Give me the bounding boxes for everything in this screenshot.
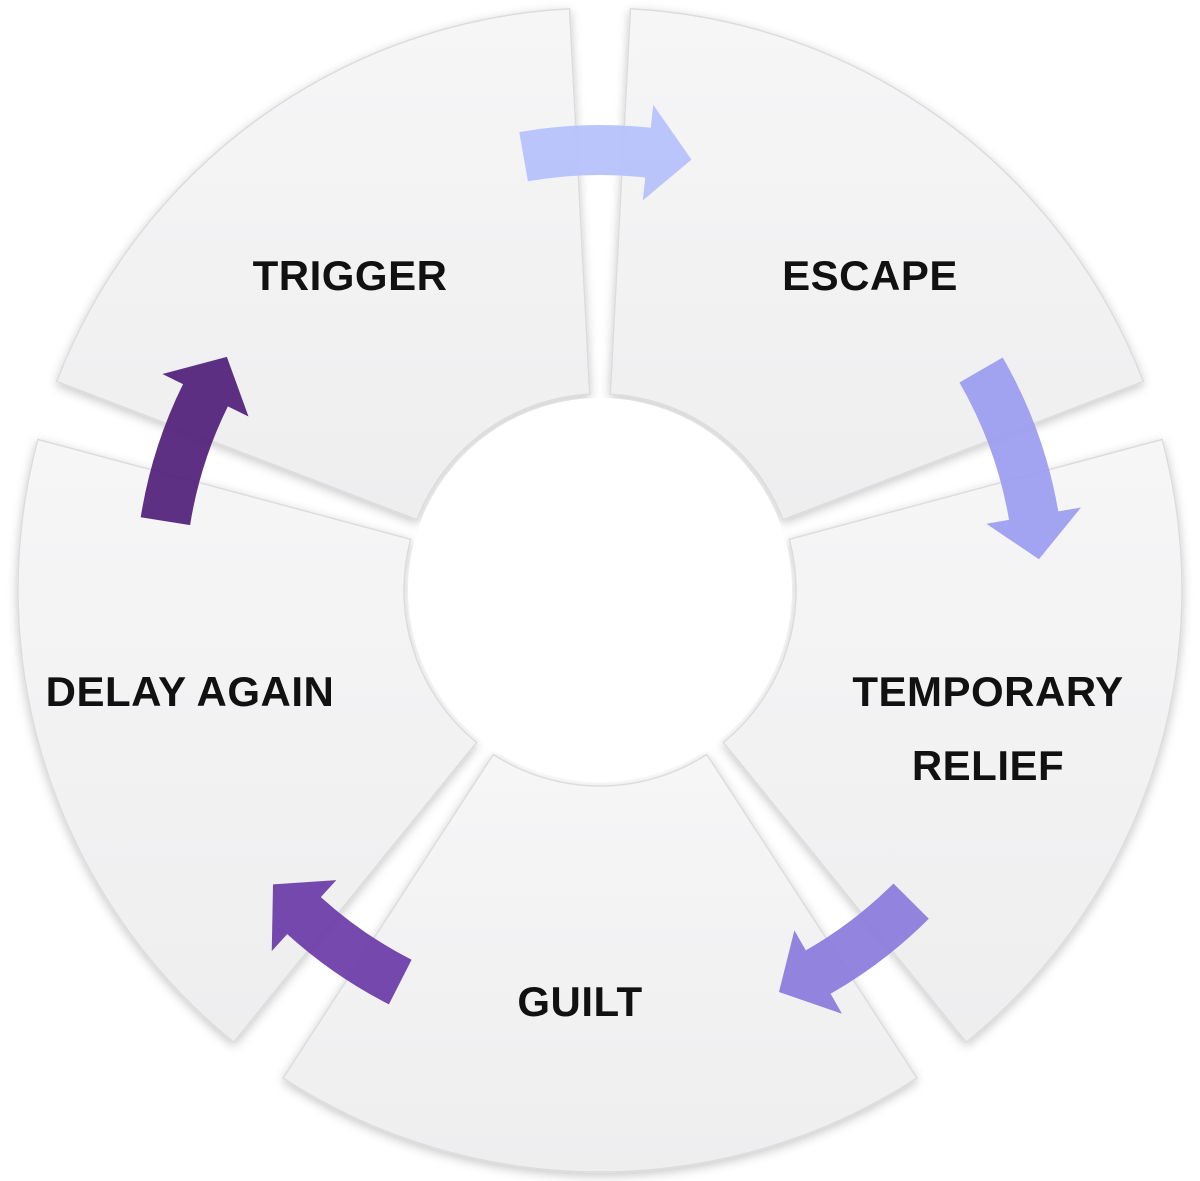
arrow-delay-again-to-trigger bbox=[140, 356, 249, 526]
label-temporary-relief-line: TEMPORARY bbox=[852, 668, 1123, 715]
labels-layer: TRIGGER ESCAPE TEMPORARY RELIEF GUILT DELAY A… bbox=[46, 252, 1123, 1025]
label-temporary-relief: TEMPORARY RELIEF bbox=[852, 668, 1123, 789]
label-escape-line: ESCAPE bbox=[782, 252, 958, 299]
label-escape: ESCAPE bbox=[782, 252, 958, 299]
label-guilt: GUILT bbox=[517, 978, 642, 1025]
arrow-guilt-to-delay-again bbox=[271, 880, 412, 1005]
segment-delay-again bbox=[17, 438, 478, 1044]
label-trigger-line: TRIGGER bbox=[253, 252, 448, 299]
arrow-temporary-relief-to-guilt bbox=[778, 883, 929, 1014]
label-trigger: TRIGGER bbox=[253, 252, 448, 299]
segment-guilt bbox=[281, 753, 919, 1173]
label-delay-again-line: DELAY AGAIN bbox=[46, 668, 335, 715]
arrow-trigger-to-escape bbox=[519, 104, 692, 201]
center-hub bbox=[408, 398, 792, 782]
arrow-escape-to-temporary-relief bbox=[959, 357, 1081, 560]
label-temporary-relief-line: RELIEF bbox=[912, 742, 1064, 789]
label-delay-again: DELAY AGAIN bbox=[46, 668, 335, 715]
label-guilt-line: GUILT bbox=[517, 978, 642, 1025]
segment-temporary-relief bbox=[722, 438, 1183, 1044]
arrows-layer bbox=[140, 104, 1081, 1014]
